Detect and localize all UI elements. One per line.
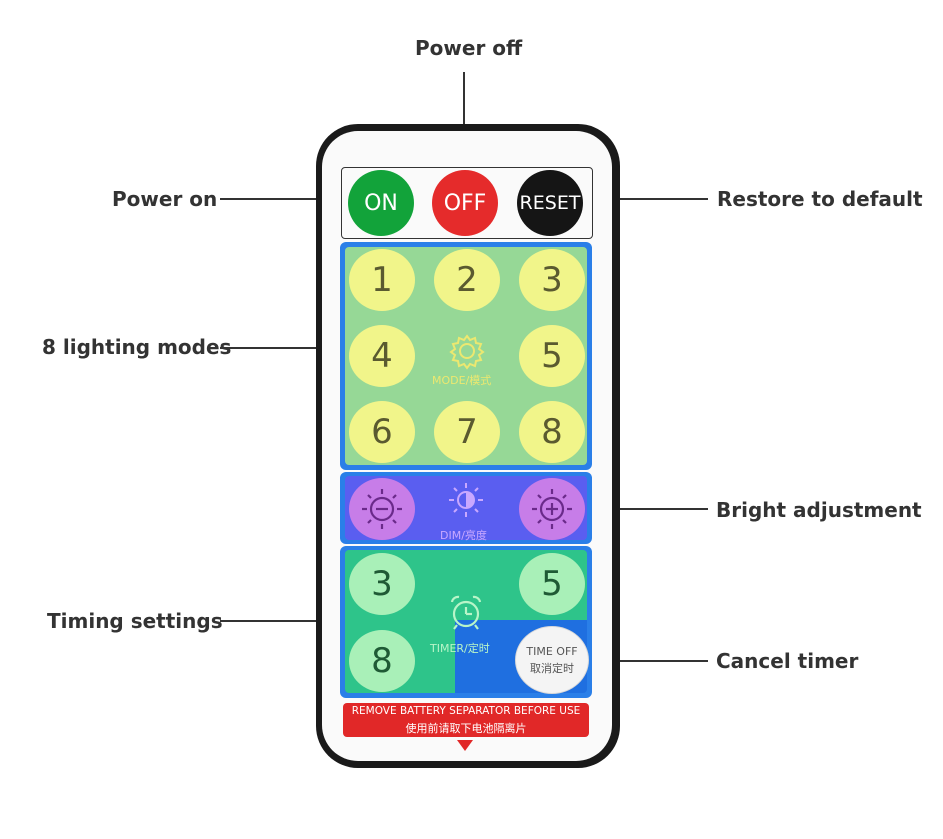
mode-button-8[interactable]: 8 xyxy=(519,401,585,463)
callout-power-off: Power off xyxy=(415,36,523,60)
brightness-up-icon xyxy=(532,489,572,529)
callout-restore-default: Restore to default xyxy=(717,187,923,211)
callout-lighting-modes: 8 lighting modes xyxy=(42,335,232,359)
on-button[interactable]: ON xyxy=(348,170,414,236)
mode-button-7[interactable]: 7 xyxy=(434,401,500,463)
callout-line-restore-default xyxy=(578,198,708,200)
mode-button-4[interactable]: 4 xyxy=(349,325,415,387)
mode-button-3[interactable]: 3 xyxy=(519,249,585,311)
battery-note-en: REMOVE BATTERY SEPARATOR BEFORE USE xyxy=(351,705,581,717)
reset-button[interactable]: RESET xyxy=(517,170,583,236)
off-button[interactable]: OFF xyxy=(432,170,498,236)
battery-separator-strip xyxy=(343,703,589,737)
callout-cancel-timer: Cancel timer xyxy=(716,649,859,673)
gear-icon xyxy=(449,334,485,370)
timer-button-8[interactable]: 8 xyxy=(349,630,415,692)
timer-button-3[interactable]: 3 xyxy=(349,553,415,615)
battery-note-cn: 使用前请取下电池隔离片 xyxy=(405,722,527,735)
callout-timing-settings: Timing settings xyxy=(47,609,223,633)
brightness-down-icon xyxy=(362,489,402,529)
time-off-label-en: TIME OFF xyxy=(526,644,578,658)
mode-button-6[interactable]: 6 xyxy=(349,401,415,463)
mode-button-5[interactable]: 5 xyxy=(519,325,585,387)
callout-bright-adjustment: Bright adjustment xyxy=(716,498,922,522)
dim-down-button[interactable] xyxy=(349,478,415,540)
time-off-label-cn: 取消定时 xyxy=(530,661,574,675)
mode-button-2[interactable]: 2 xyxy=(434,249,500,311)
arrow-down-icon xyxy=(457,740,473,751)
callout-line-power-on xyxy=(220,198,358,200)
time-off-button[interactable]: TIME OFF 取消定时 xyxy=(515,626,589,694)
mode-label: MODE/模式 xyxy=(432,374,492,387)
timer-label: TIMER/定时 xyxy=(430,642,490,655)
alarm-clock-icon xyxy=(450,595,482,630)
half-sun-icon xyxy=(449,483,483,517)
dim-label: DIM/亮度 xyxy=(440,529,487,542)
dim-up-button[interactable] xyxy=(519,478,585,540)
top-button-group xyxy=(341,167,593,239)
callout-line-cancel-timer xyxy=(578,660,708,662)
callout-line-bright-adjustment xyxy=(568,508,708,510)
mode-button-1[interactable]: 1 xyxy=(349,249,415,311)
callout-line-lighting-modes xyxy=(220,347,352,349)
callout-line-timing-settings xyxy=(220,620,350,622)
callout-power-on: Power on xyxy=(112,187,218,211)
timer-button-5[interactable]: 5 xyxy=(519,553,585,615)
